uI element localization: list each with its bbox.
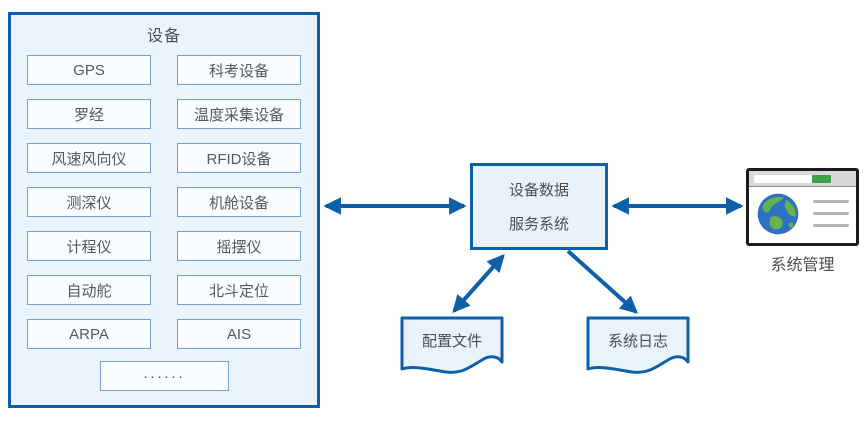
device-item-gps: GPS bbox=[27, 55, 151, 85]
service-system-line1: 设备数据 bbox=[508, 182, 569, 199]
arrow-service-to-system-log bbox=[566, 249, 638, 314]
config-file-document-shape bbox=[400, 316, 504, 374]
system-admin-label: 系统管理 bbox=[770, 257, 835, 274]
browser-text-line bbox=[813, 200, 849, 203]
device-item-rfid: RFID设备 bbox=[177, 143, 301, 173]
system-log-label: 系统日志 bbox=[607, 333, 668, 350]
service-system-box: 设备数据 服务系统 bbox=[470, 163, 608, 250]
device-item-more-ellipsis: ······ bbox=[99, 361, 229, 391]
device-item-engine-room-equipment: 机舱设备 bbox=[177, 187, 301, 217]
device-item-gyrocompass: 罗经 bbox=[27, 99, 151, 129]
browser-toolbar bbox=[749, 171, 856, 187]
device-item-ais: AIS bbox=[177, 319, 301, 349]
device-item-temperature-collector: 温度采集设备 bbox=[177, 99, 301, 129]
config-file-label: 配置文件 bbox=[421, 333, 482, 350]
browser-text-line bbox=[813, 212, 849, 215]
browser-text-line bbox=[813, 224, 849, 227]
device-item-beidou: 北斗定位 bbox=[177, 275, 301, 305]
browser-window-icon bbox=[746, 168, 859, 246]
device-item-log-meter: 计程仪 bbox=[27, 231, 151, 261]
service-system-line2: 服务系统 bbox=[508, 216, 569, 233]
browser-go-button bbox=[812, 174, 831, 183]
system-log-document-shape bbox=[586, 316, 690, 374]
device-panel-title: 设备 bbox=[146, 28, 181, 45]
device-item-autopilot: 自动舵 bbox=[27, 275, 151, 305]
device-item-echo-sounder: 测深仪 bbox=[27, 187, 151, 217]
device-grid: GPS 科考设备 罗经 温度采集设备 风速风向仪 RFID设备 测深仪 机舱设备… bbox=[11, 55, 317, 349]
device-item-research-equipment: 科考设备 bbox=[177, 55, 301, 85]
device-item-roll-meter: 摇摆仪 bbox=[177, 231, 301, 261]
device-item-arpa: ARPA bbox=[27, 319, 151, 349]
device-panel: 设备 GPS 科考设备 罗经 温度采集设备 风速风向仪 RFID设备 测深仪 机… bbox=[8, 12, 320, 408]
browser-address-bar bbox=[754, 174, 812, 183]
globe-icon bbox=[757, 193, 799, 235]
device-item-anemometer: 风速风向仪 bbox=[27, 143, 151, 173]
arrow-service-to-config-file bbox=[452, 254, 505, 313]
browser-content-area bbox=[749, 187, 856, 243]
